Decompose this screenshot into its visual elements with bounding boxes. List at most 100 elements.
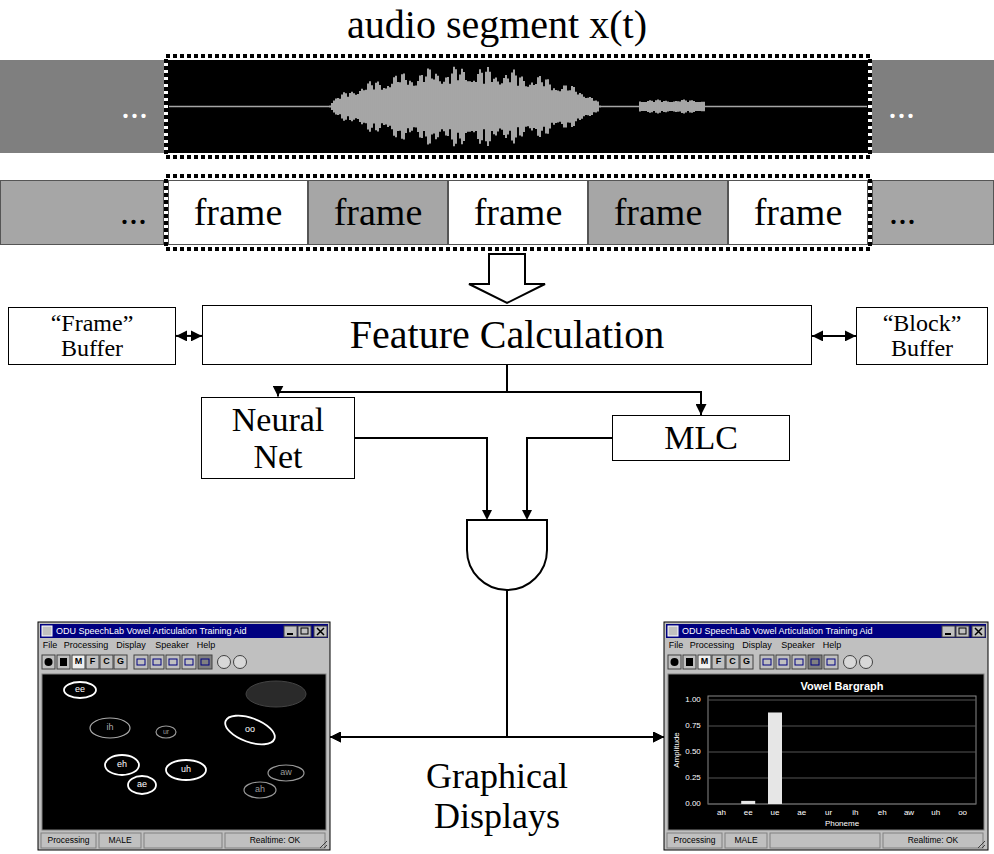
waveform-stroke: [427, 68, 428, 144]
waveform-stroke: [613, 106, 614, 107]
menu-item: File: [43, 641, 58, 651]
close-glyph: [975, 628, 982, 635]
waveform-stroke: [197, 106, 198, 107]
waveform-stroke: [525, 86, 526, 127]
waveform-stroke: [643, 102, 644, 111]
vowel-label: ih: [106, 723, 113, 733]
amplitude-bar: [741, 801, 755, 804]
waveform-stroke: [511, 73, 512, 141]
toolbar-button: [683, 655, 696, 669]
window-button: [942, 626, 955, 637]
grid-line: [708, 778, 976, 779]
waveform-stroke: [645, 102, 646, 111]
waveform-stroke: [845, 106, 846, 107]
waveform-stroke: [677, 101, 678, 111]
waveform-stroke: [471, 82, 472, 131]
waveform-stroke: [641, 102, 642, 111]
node-text: Neural Net: [212, 401, 344, 476]
waveform-stroke: [745, 106, 746, 107]
display-caption: Graphical Displays: [382, 757, 612, 836]
waveform-stroke: [585, 98, 586, 115]
size-grip: [320, 841, 327, 848]
node-text: frame: [334, 192, 423, 234]
waveform-stroke: [607, 106, 608, 107]
close-glyph: [317, 628, 324, 635]
waveform-stroke: [791, 106, 792, 107]
vowel-label: oo: [245, 725, 255, 735]
waveform-stroke: [205, 106, 206, 107]
toolbar-letter: G: [117, 657, 124, 667]
continuation-cell: ...: [872, 180, 994, 245]
status-panel: [225, 833, 325, 848]
toolbar-icon: [201, 659, 209, 665]
waveform-stroke: [195, 106, 196, 107]
waveform-stroke: [771, 106, 772, 107]
waveform-stroke: [497, 81, 498, 131]
toolbar-button: [72, 655, 85, 669]
waveform-stroke: [409, 81, 410, 132]
waveform-stroke: [343, 92, 344, 121]
waveform-stroke: [361, 89, 362, 124]
waveform-stroke: [781, 106, 782, 107]
toolbar-button: [712, 655, 725, 669]
toolbar-button: [57, 655, 70, 669]
tick-label: 0.00: [685, 800, 701, 809]
waveform-stroke: [721, 106, 722, 107]
waveform-stroke: [829, 106, 830, 107]
waveform-stroke: [231, 106, 232, 107]
toolbar-round-icon: [844, 656, 857, 669]
waveform-stroke: [485, 72, 486, 141]
waveform-stroke: [345, 93, 346, 120]
status-text: Processing: [673, 836, 715, 845]
waveform-stroke: [853, 106, 854, 107]
waveform-stroke: [835, 106, 836, 107]
waveform-stroke: [283, 106, 284, 107]
waveform-stroke: [339, 99, 340, 114]
waveform-stroke: [207, 106, 208, 107]
waveform-stroke: [561, 89, 562, 124]
toolbar-button: [182, 655, 196, 669]
status-text: Realtime: OK: [250, 836, 301, 845]
menu-item: Help: [823, 641, 842, 651]
window-button: [298, 626, 311, 637]
waveform-stroke: [741, 106, 742, 107]
toolbar-button: [824, 655, 838, 669]
waveform-stroke: [169, 106, 170, 107]
waveform-stroke: [659, 100, 660, 112]
waveform-stroke: [807, 106, 808, 107]
waveform-stroke: [729, 106, 730, 107]
waveform-stroke: [599, 106, 600, 108]
status-panel: [667, 833, 722, 848]
waveform-stroke: [403, 74, 404, 140]
toolbar-letter: M: [701, 657, 709, 667]
waveform-stroke: [611, 106, 612, 107]
waveform-stroke: [573, 87, 574, 126]
waveform-stroke: [699, 102, 700, 111]
status-panel: [770, 833, 880, 848]
waveform-stroke: [673, 101, 674, 111]
waveform-stroke: [839, 106, 840, 107]
waveform-stroke: [359, 91, 360, 122]
toolbar-button: [760, 655, 774, 669]
waveform-stroke: [477, 74, 478, 139]
connector: [507, 365, 701, 415]
status-panel: [41, 833, 96, 848]
node-text: “Frame” Buffer: [36, 311, 148, 361]
waveform-stroke: [483, 84, 484, 130]
waveform-stroke: [517, 86, 518, 128]
toolbar-round-icon: [860, 656, 873, 669]
waveform-stroke: [597, 101, 598, 111]
waveform-stroke: [269, 106, 270, 107]
frame-cell: frame: [308, 180, 448, 245]
waveform-stroke: [333, 101, 334, 113]
tick-label: 0.75: [685, 722, 701, 731]
waveform-stroke: [177, 106, 178, 107]
grid-line: [708, 752, 976, 753]
waveform-stroke: [603, 106, 604, 107]
menu-item: File: [669, 641, 684, 651]
waveform-stroke: [559, 91, 560, 121]
waveform-stroke: [441, 84, 442, 130]
waveform-stroke: [685, 101, 686, 113]
waveform-stroke: [801, 106, 802, 107]
waveform-stroke: [429, 69, 430, 143]
